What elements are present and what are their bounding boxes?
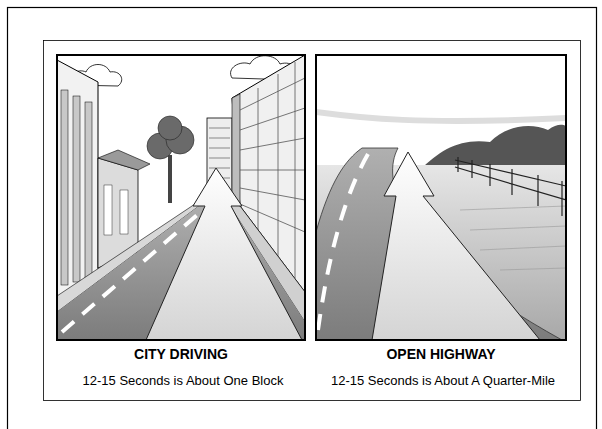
art-line xyxy=(209,148,230,149)
art-line xyxy=(258,88,259,230)
art-line xyxy=(537,175,538,206)
panel-border xyxy=(57,55,305,340)
hills xyxy=(420,125,566,172)
art-line xyxy=(295,62,296,278)
window xyxy=(120,190,128,234)
sky xyxy=(57,55,305,340)
art-line xyxy=(460,206,566,210)
page-frame xyxy=(8,8,597,429)
fence xyxy=(455,157,566,216)
panel-caption: OPEN HIGHWAY xyxy=(386,346,495,362)
art-line xyxy=(489,164,490,186)
building-side xyxy=(232,94,240,206)
figure-frame xyxy=(44,41,581,401)
art-line xyxy=(470,226,566,230)
windows xyxy=(61,90,92,285)
direction-arrow xyxy=(372,152,540,340)
highway-scene xyxy=(316,55,566,340)
tree-trunk xyxy=(168,155,172,203)
panel-caption: CITY DRIVING xyxy=(134,346,228,362)
direction-arrow xyxy=(146,168,302,340)
panel-note: 12-15 Seconds is About A Quarter-Mile xyxy=(331,374,555,389)
art-line xyxy=(561,181,562,216)
art-line xyxy=(500,268,566,270)
art-line xyxy=(471,160,472,178)
sky xyxy=(316,55,566,340)
art-line xyxy=(209,168,230,169)
art-line xyxy=(278,74,279,256)
art-line xyxy=(455,160,566,186)
panel-note: 12-15 Seconds is About One Block xyxy=(83,374,284,389)
art-line xyxy=(511,169,512,195)
art-line xyxy=(457,157,458,172)
art-line xyxy=(209,158,230,159)
city-scene xyxy=(57,55,305,340)
art-line xyxy=(209,128,230,129)
window xyxy=(104,185,112,235)
art-line xyxy=(480,246,566,250)
panel-border xyxy=(316,55,566,340)
foliage xyxy=(158,116,182,140)
sky-shading xyxy=(316,112,566,121)
window xyxy=(61,90,68,285)
window xyxy=(85,102,92,278)
tree-canopy xyxy=(147,116,194,159)
windows xyxy=(104,185,128,235)
art-line xyxy=(209,138,230,139)
roof xyxy=(98,150,150,170)
lane-marking xyxy=(318,154,368,330)
window xyxy=(73,96,80,282)
